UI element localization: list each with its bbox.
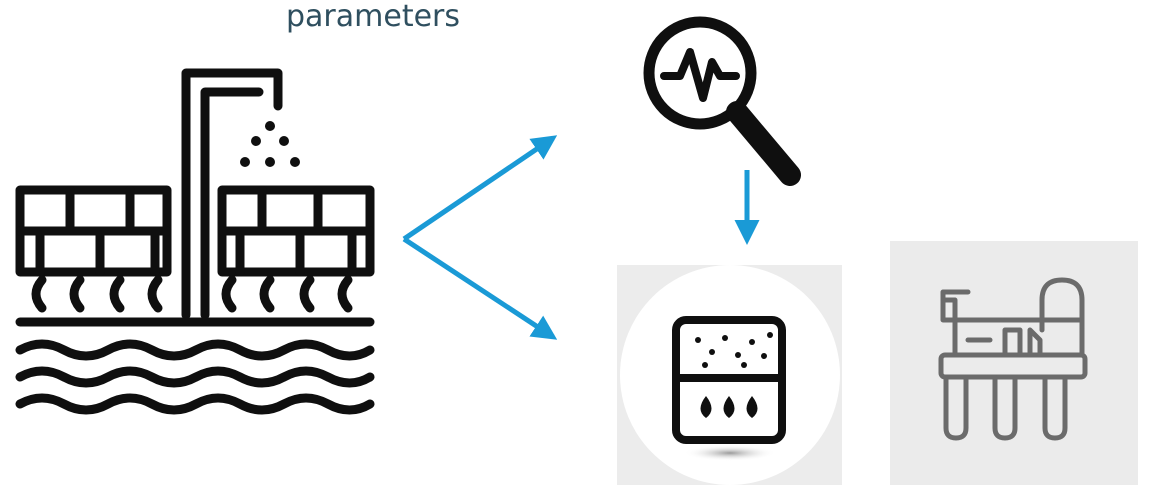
arrow-to-analysis [402, 135, 558, 242]
plumbing-tile [890, 241, 1138, 485]
arrow-to-filter [402, 236, 558, 340]
analysis-magnifier-icon [643, 16, 801, 186]
arrows [402, 135, 760, 340]
filter-media-icon [620, 265, 840, 485]
groundwater-well-icon [15, 68, 375, 415]
water-treatment-system-icon [938, 277, 1088, 441]
caption-parameters: parameters [286, 0, 461, 34]
